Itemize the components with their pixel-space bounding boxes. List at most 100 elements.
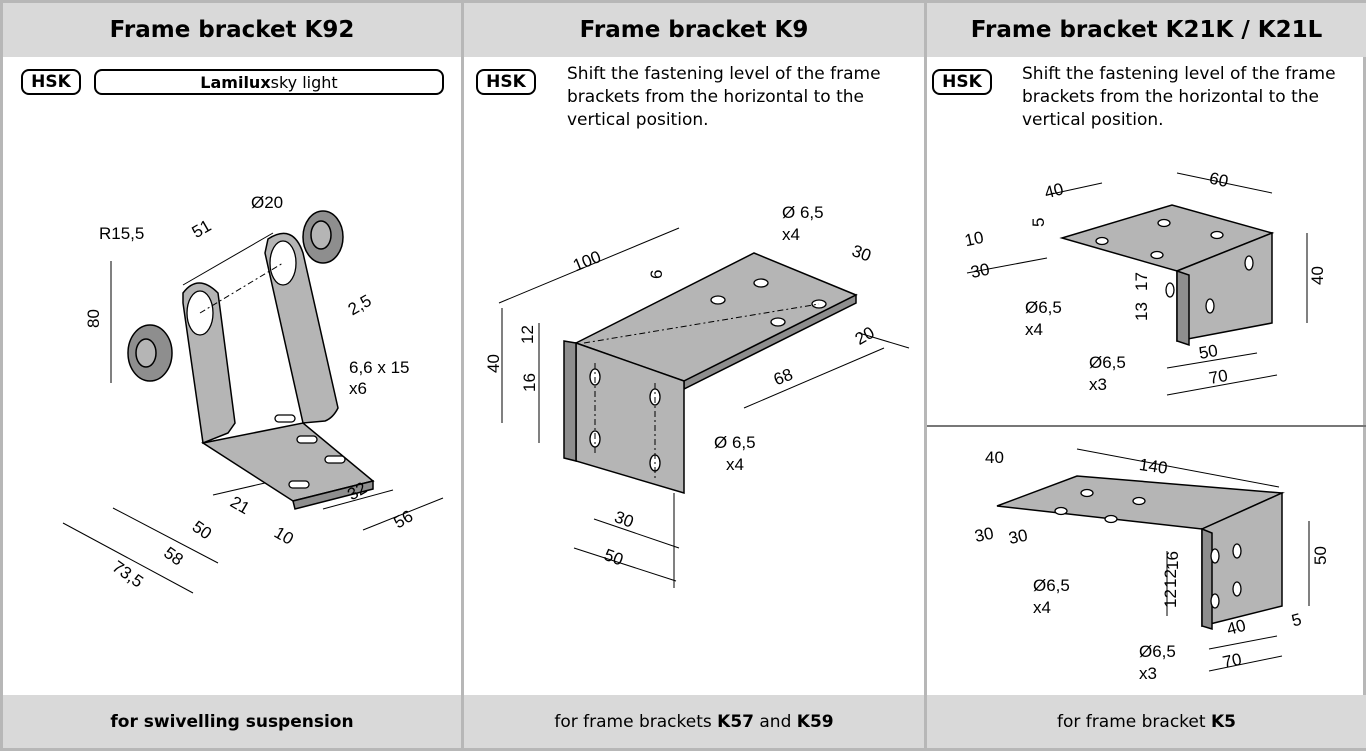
k21-hole	[1157, 218, 1171, 228]
dim-30-a: 30	[973, 524, 995, 547]
k92-slot	[296, 435, 318, 444]
dim-21: 21	[227, 492, 253, 518]
dim-10: 10	[271, 523, 297, 549]
dim-6: 6	[647, 270, 666, 279]
dim-40: 40	[484, 354, 503, 373]
column-title: Frame bracket K9	[464, 3, 924, 57]
k21-hole	[1244, 255, 1254, 271]
k5-hole	[1232, 543, 1242, 559]
dim-slot-count: x6	[349, 379, 367, 398]
k92-upper-hole	[269, 240, 297, 286]
dim-hole-top: Ø 6,5	[782, 203, 824, 222]
column-title: Frame bracket K92	[3, 3, 461, 57]
dim-40: 40	[985, 448, 1004, 467]
dim-20: 20	[852, 323, 878, 349]
k5-leg-edge	[1201, 527, 1213, 631]
k21-hole	[1095, 236, 1109, 246]
roller-icon	[135, 338, 157, 368]
k21-hole	[1150, 250, 1164, 260]
k92-base-edge	[292, 480, 374, 510]
dim-735: 73,5	[109, 557, 147, 592]
dim-hole-front: Ø6,5	[1139, 642, 1176, 661]
k21-hole	[1205, 298, 1215, 314]
dim-line	[1166, 352, 1258, 369]
column-divider	[924, 3, 927, 748]
dim-line	[182, 232, 274, 286]
footer-text: for frame brackets	[554, 711, 712, 732]
k21-hole	[1210, 230, 1224, 240]
dim-58: 58	[160, 543, 186, 569]
dim-50: 50	[1311, 546, 1330, 565]
dim-17: 17	[1132, 272, 1151, 291]
dim-line	[1208, 635, 1278, 650]
k5-drawing: 40 140 30 30 16 12 12 50 Ø6,5 x4 Ø6,5 x3…	[973, 448, 1330, 683]
k5-hole	[1210, 548, 1220, 564]
k92-slot	[288, 480, 310, 489]
dim-slot: 6,6 x 15	[349, 358, 410, 377]
footer-part: K57	[717, 711, 754, 732]
dim-5: 5	[1290, 610, 1304, 631]
k5-hole	[1104, 514, 1118, 524]
k92-center-line	[199, 262, 284, 314]
k92-drawing: R15,5 Ø20 51 80 2,5 6,6 x 15 x6 21 50 58…	[62, 193, 444, 594]
dim-100: 100	[570, 247, 603, 275]
dim-68: 68	[771, 365, 796, 390]
k9-hole	[753, 278, 769, 288]
dim-12-b: 12	[1161, 589, 1180, 608]
k5-hole	[1054, 506, 1068, 516]
dim-line	[1176, 172, 1273, 194]
k9-drawing: 100 6 Ø 6,5 x4 30 20 68 12 16 40 Ø 6,5 x…	[484, 203, 910, 588]
dim-line	[112, 507, 219, 564]
skylight-brand: Lamilux	[200, 72, 271, 92]
dim-12: 12	[518, 325, 537, 344]
dim-13: 13	[1132, 302, 1151, 321]
dim-line	[322, 489, 394, 510]
column-k9: Frame bracket K9 HSK Shift the fastening…	[464, 3, 924, 748]
footer-part: K59	[796, 711, 834, 732]
dim-line	[1076, 448, 1280, 488]
footer-text: for swivelling suspension	[110, 711, 354, 732]
dim-40-vertical: 40	[1308, 266, 1327, 285]
footer-text: and	[759, 711, 792, 732]
dim-140: 140	[1138, 455, 1169, 478]
dim-hole-top: Ø6,5	[1025, 298, 1062, 317]
dim-line	[858, 332, 910, 349]
dim-r155: R15,5	[99, 224, 144, 243]
hsk-badge: HSK	[932, 69, 992, 95]
dim-line	[212, 482, 266, 496]
dim-line	[1208, 655, 1283, 672]
dim-80: 80	[84, 309, 103, 328]
k92-slot	[274, 414, 296, 423]
dim-line	[573, 547, 677, 582]
dim-hole-front: Ø6,5	[1089, 353, 1126, 372]
dim-hole-top: Ø6,5	[1033, 576, 1070, 595]
k21-drawing: 40 60 5 10 30 17 13 40 Ø6,5 x4 Ø6,5 x3 5…	[963, 169, 1327, 396]
k9-hole	[770, 317, 786, 327]
dim-hole-front: Ø 6,5	[714, 433, 756, 452]
drawing-separator	[927, 425, 1366, 427]
dim-hole-front-count: x3	[1139, 664, 1157, 683]
column-footer: for frame bracket K5	[927, 695, 1366, 748]
footer-text: for frame bracket	[1057, 711, 1206, 732]
dim-hole-top-count: x4	[782, 225, 800, 244]
dim-30-b: 30	[1007, 526, 1029, 549]
dim-50: 50	[602, 545, 626, 569]
dim-16: 16	[520, 373, 539, 392]
column-footer: for swivelling suspension	[3, 695, 461, 748]
dim-line	[62, 522, 194, 594]
dim-30-bottom: 30	[612, 507, 636, 531]
dim-50: 50	[189, 517, 215, 543]
hsk-badge: HSK	[476, 69, 536, 95]
dim-40: 40	[1042, 179, 1065, 202]
k21-hole	[1165, 282, 1175, 298]
dim-10: 10	[963, 228, 985, 251]
dim-30-top: 30	[849, 241, 873, 265]
dim-hole-front-count: x3	[1089, 375, 1107, 394]
dim-25: 2,5	[345, 291, 375, 319]
skylight-badge: Lamilux sky light	[94, 69, 444, 95]
k5-hole	[1210, 593, 1220, 609]
dim-line	[593, 518, 680, 549]
hsk-badge: HSK	[21, 69, 81, 95]
dim-70: 70	[1207, 366, 1229, 388]
